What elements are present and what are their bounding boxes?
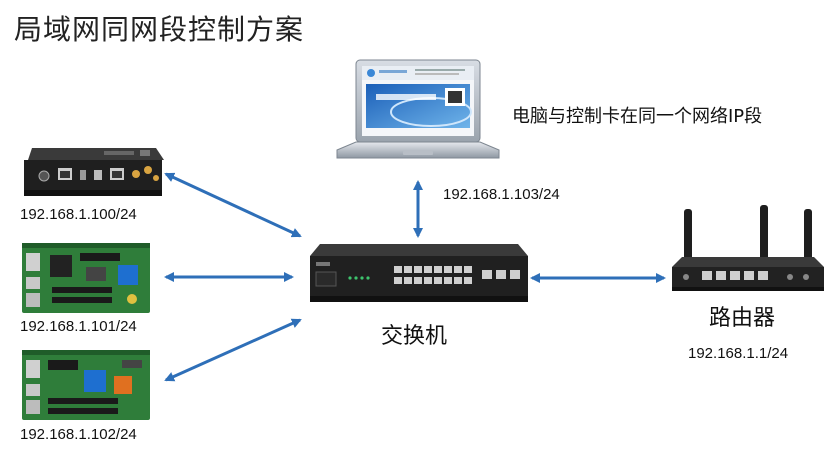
router-label: 路由器 — [709, 306, 776, 331]
led-player-box-icon — [24, 148, 164, 196]
router-icon — [672, 205, 824, 291]
page-title: 局域网同网段控制方案 — [14, 13, 305, 46]
card3-ip: 192.168.1.102/24 — [20, 426, 137, 443]
laptop-ip: 192.168.1.103/24 — [443, 186, 560, 203]
card1-ip: 192.168.1.100/24 — [20, 206, 137, 223]
card2-ip: 192.168.1.101/24 — [20, 318, 137, 335]
arrow-card3-switch — [164, 318, 302, 382]
network-switch-icon — [310, 244, 528, 302]
control-card-pcb-icon — [22, 243, 150, 313]
control-card-pcb-icon-2 — [22, 350, 150, 420]
switch-label: 交换机 — [381, 324, 448, 349]
laptop-icon — [336, 59, 500, 159]
arrow-card1-switch — [164, 172, 302, 238]
note-text: 电脑与控制卡在同一个网络IP段 — [512, 106, 763, 127]
router-ip: 192.168.1.1/24 — [688, 345, 789, 362]
